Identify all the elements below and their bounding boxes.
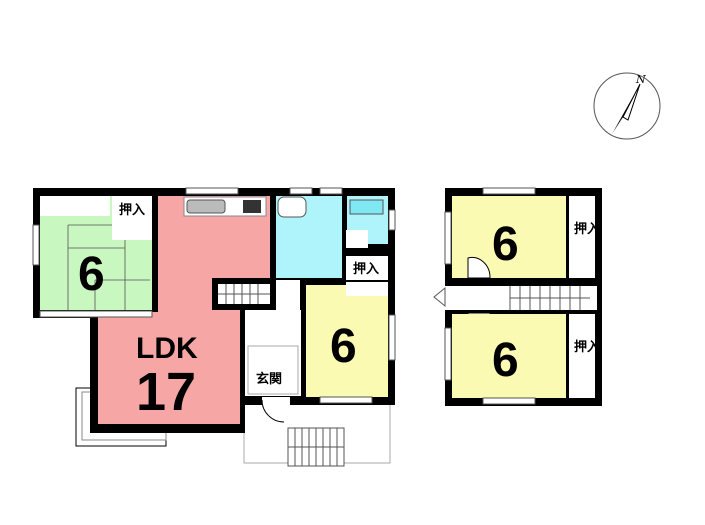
compass-north-label: N	[635, 73, 646, 86]
east-room	[306, 285, 388, 397]
entrance-stairs	[287, 427, 345, 467]
closet-north	[569, 196, 595, 278]
closet-south	[569, 314, 595, 398]
window	[482, 397, 536, 405]
ground-floor: 押入 6 LDK 17 玄関 押入 6	[32, 187, 396, 467]
closet-1	[112, 196, 152, 240]
window	[388, 314, 396, 361]
compass: N	[593, 72, 661, 140]
window	[319, 187, 343, 195]
toilet-icon	[277, 196, 307, 218]
closet-2-label: 押入	[353, 261, 379, 277]
north-room-size: 6	[492, 218, 519, 271]
south-room	[452, 314, 566, 398]
closet-2	[346, 256, 388, 280]
window	[444, 327, 452, 381]
window	[32, 224, 40, 266]
window	[482, 187, 536, 195]
ldk-size: 17	[136, 362, 196, 422]
south-room-size: 6	[492, 334, 519, 387]
entrance-area	[247, 345, 299, 395]
ldk-room	[98, 196, 270, 424]
second-floor: 押入 6 押入 6	[433, 187, 602, 406]
window	[185, 187, 239, 195]
sink-icon	[186, 199, 226, 214]
japanese-room-size: 6	[78, 248, 105, 301]
ldk-label: LDK	[136, 332, 198, 365]
window	[388, 209, 396, 231]
window	[319, 396, 373, 404]
closet-1-label: 押入	[119, 202, 145, 218]
closet-south-label: 押入	[574, 339, 600, 355]
window	[289, 187, 313, 195]
entrance-label: 玄関	[256, 371, 282, 387]
window	[444, 211, 452, 265]
closet-north-label: 押入	[574, 221, 600, 237]
east-room-size: 6	[330, 320, 357, 373]
window	[39, 310, 153, 318]
stove-icon	[243, 200, 261, 213]
bathtub-icon	[349, 199, 384, 215]
